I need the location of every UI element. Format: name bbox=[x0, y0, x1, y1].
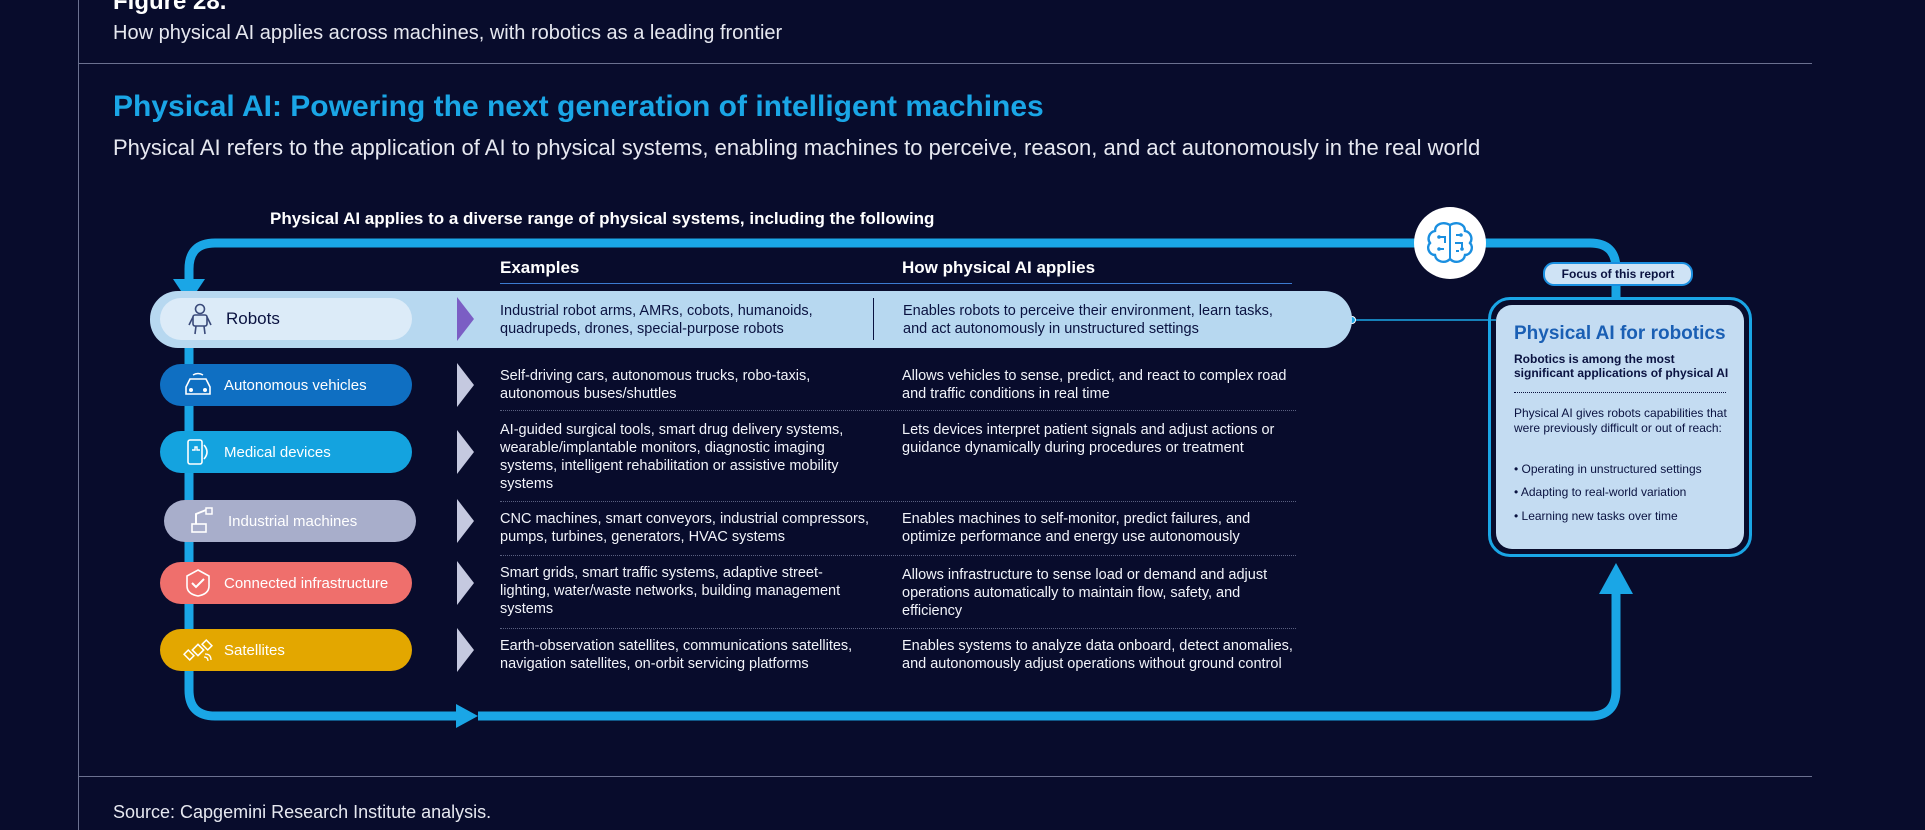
panel-bullet: • Learning new tasks over time bbox=[1514, 509, 1678, 523]
panel-bullet: • Adapting to real-world variation bbox=[1514, 485, 1687, 499]
row-label-autonomous-vehicles: Autonomous vehicles bbox=[224, 376, 367, 394]
row-label-medical-devices: Medical devices bbox=[224, 443, 331, 461]
row-arrow-autonomous-vehicles bbox=[457, 363, 474, 407]
row-divider bbox=[500, 555, 1296, 556]
robots-examples: Industrial robot arms, AMRs, cobots, hum… bbox=[500, 303, 813, 337]
bottom-divider bbox=[78, 776, 1812, 777]
panel-rule bbox=[1514, 392, 1726, 393]
focus-badge: Focus of this report bbox=[1543, 262, 1693, 286]
robots-column-divider bbox=[873, 298, 874, 340]
panel-title: Physical AI for robotics bbox=[1514, 323, 1726, 344]
row-pill-autonomous-vehicles: Autonomous vehicles bbox=[160, 364, 412, 406]
robot-icon bbox=[184, 303, 216, 335]
row-arrow-connected-infrastructure bbox=[457, 561, 474, 605]
col-examples-header: Examples bbox=[500, 258, 580, 277]
panel-body: Physical AI gives robots capabilities th… bbox=[1514, 406, 1727, 435]
panel-border bbox=[1488, 297, 1752, 557]
page-subtitle: Physical AI refers to the application of… bbox=[113, 135, 1481, 160]
up-arrowhead bbox=[1599, 563, 1633, 594]
satellites-examples: Earth-observation satellites, communicat… bbox=[500, 638, 853, 672]
row-pill-connected-infrastructure: Connected infrastructure bbox=[160, 562, 412, 604]
infrastructure-icon bbox=[182, 567, 214, 599]
row-arrow-medical-devices bbox=[457, 430, 474, 474]
row-pill-satellites: Satellites bbox=[160, 629, 412, 671]
autonomous-vehicles-examples: Self-driving cars, autonomous trucks, ro… bbox=[500, 368, 811, 402]
figure-label: Figure 28. bbox=[113, 0, 227, 15]
top-left-connector bbox=[184, 238, 1418, 285]
row-pill-robots: Robots bbox=[160, 298, 412, 340]
medical-devices-how: Lets devices interpret patient signals a… bbox=[902, 422, 1275, 456]
industrial-machines-examples: CNC machines, smart conveyors, industria… bbox=[500, 511, 870, 545]
car-icon bbox=[182, 369, 214, 401]
satellite-icon bbox=[182, 634, 214, 666]
brain-icon bbox=[1414, 207, 1486, 279]
row-divider bbox=[500, 501, 1296, 502]
left-margin-rule bbox=[78, 0, 79, 830]
bottom-right-connector bbox=[478, 590, 1621, 721]
row-arrow-industrial-machines bbox=[457, 499, 474, 543]
autonomous-vehicles-how: Allows vehicles to sense, predict, and r… bbox=[902, 368, 1287, 402]
connected-infrastructure-how: Allows infrastructure to sense load or d… bbox=[902, 567, 1268, 619]
satellites-how: Enables systems to analyze data onboard,… bbox=[902, 638, 1293, 672]
left-bottom-connector bbox=[184, 340, 462, 721]
applies-heading: Physical AI applies to a diverse range o… bbox=[270, 209, 935, 228]
panel-lead: Robotics is among the most significant a… bbox=[1514, 352, 1729, 380]
row-arrow-satellites bbox=[457, 628, 474, 672]
robots-how: Enables robots to perceive their environ… bbox=[903, 303, 1273, 337]
medical-devices-examples: AI-guided surgical tools, smart drug del… bbox=[500, 422, 844, 492]
row-label-satellites: Satellites bbox=[224, 641, 285, 659]
right-arrowhead bbox=[456, 704, 478, 728]
connected-infrastructure-examples: Smart grids, smart traffic systems, adap… bbox=[500, 565, 841, 617]
row-arrow-robots bbox=[457, 297, 474, 341]
medical-device-icon bbox=[182, 436, 214, 468]
row-label-robots: Robots bbox=[226, 309, 280, 328]
row-divider bbox=[500, 410, 1296, 411]
source-note: Source: Capgemini Research Institute ana… bbox=[113, 802, 492, 822]
header-rule bbox=[500, 283, 1292, 284]
industrial-machines-how: Enables machines to self-monitor, predic… bbox=[902, 511, 1251, 545]
row-label-connected-infrastructure: Connected infrastructure bbox=[224, 574, 389, 592]
col-how-header: How physical AI applies bbox=[902, 258, 1096, 277]
row-pill-industrial-machines: Industrial machines bbox=[164, 500, 416, 542]
industrial-machine-icon bbox=[186, 505, 218, 537]
figure-subtitle: How physical AI applies across machines,… bbox=[113, 22, 783, 44]
panel-bullet: • Operating in unstructured settings bbox=[1514, 462, 1702, 476]
page-title: Physical AI: Powering the next generatio… bbox=[113, 90, 1044, 123]
row-pill-medical-devices: Medical devices bbox=[160, 431, 412, 473]
row-divider bbox=[500, 628, 1296, 629]
row-label-industrial-machines: Industrial machines bbox=[228, 512, 358, 530]
top-divider bbox=[78, 63, 1812, 64]
robotics-panel: Physical AI for robotics Robotics is amo… bbox=[1496, 305, 1744, 549]
